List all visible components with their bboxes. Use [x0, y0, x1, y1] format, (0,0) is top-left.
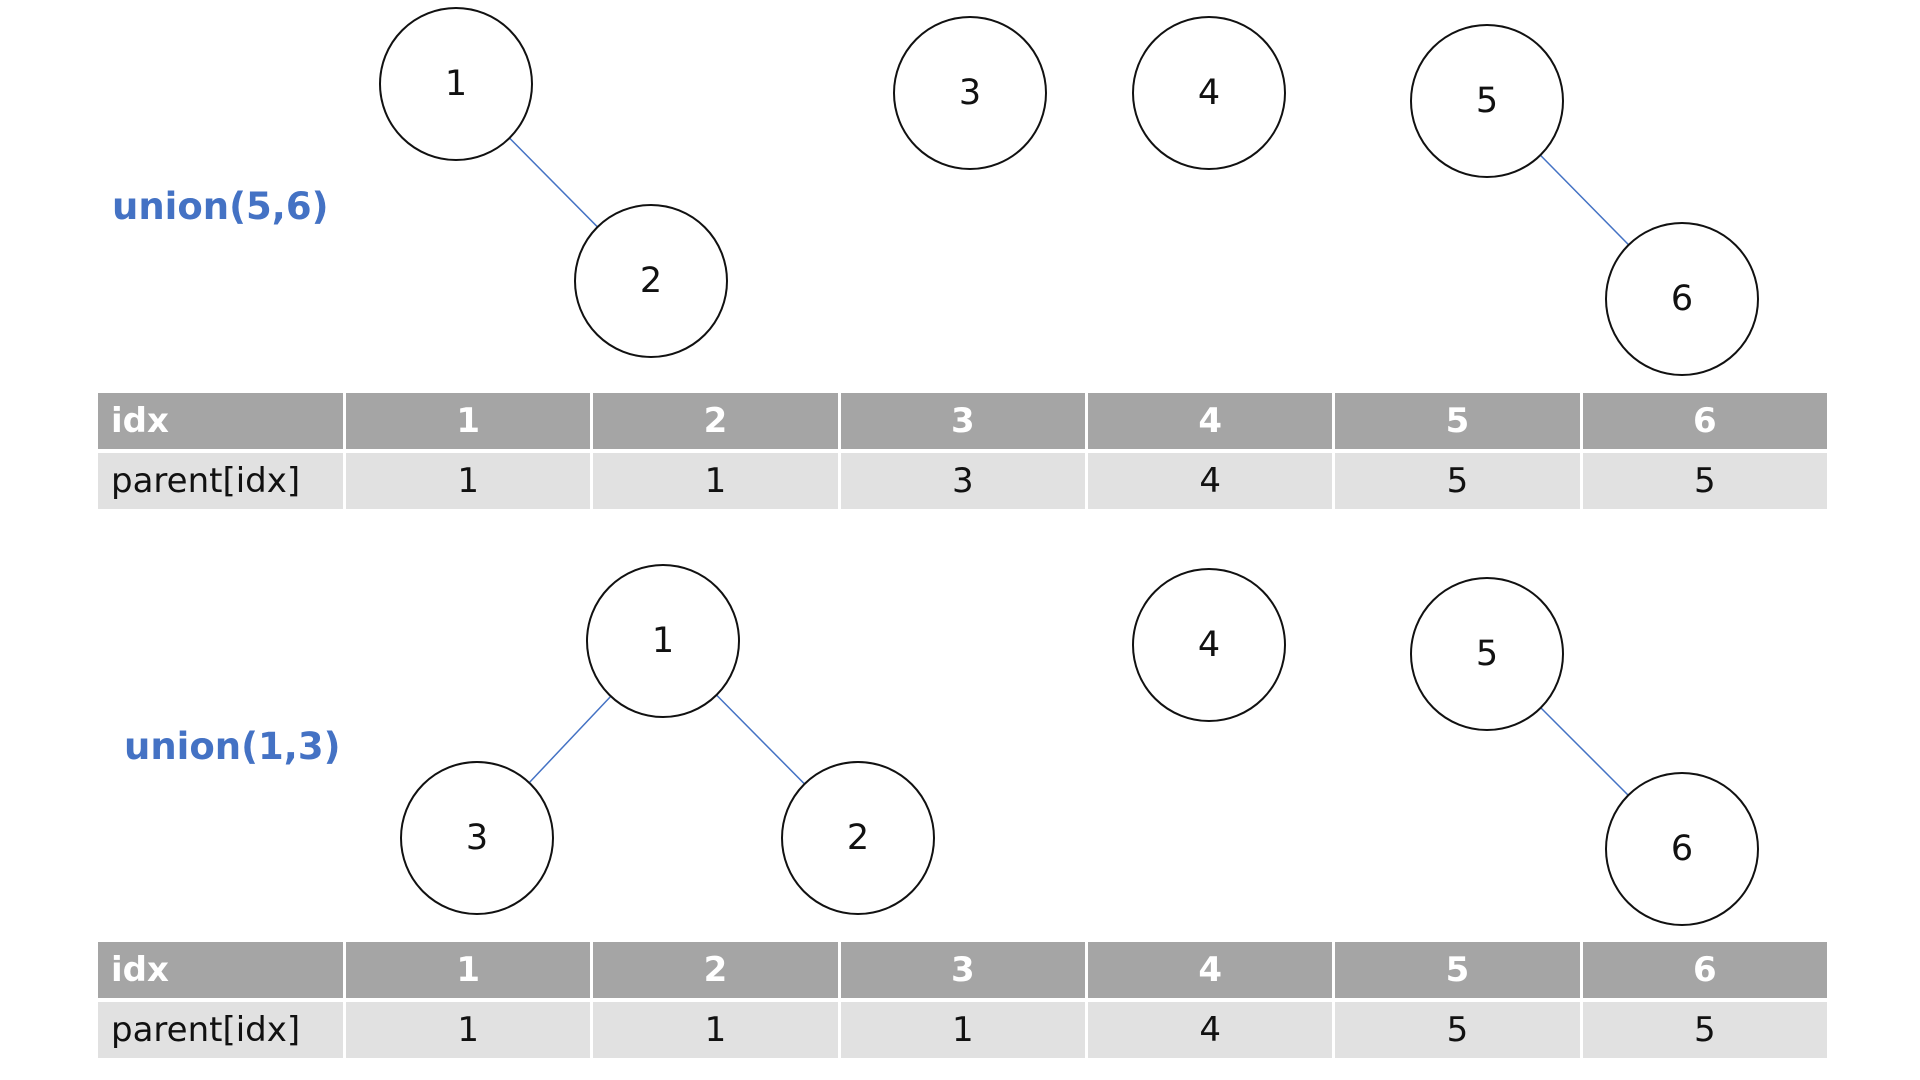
node-label: 1 — [652, 621, 674, 661]
table-value-row: parent[idx] 1 1 3 4 5 5 — [98, 453, 1827, 509]
idx-cell: 4 — [1087, 942, 1333, 998]
table-value-row: parent[idx] 1 1 1 4 5 5 — [98, 1002, 1827, 1058]
tree-node: 1 — [379, 7, 533, 161]
value-label: parent[idx] — [98, 1002, 343, 1058]
idx-cell: 6 — [1582, 942, 1827, 998]
node-label: 5 — [1476, 81, 1498, 121]
idx-cell: 6 — [1582, 393, 1827, 449]
node-circle — [1132, 16, 1286, 170]
header-label: idx — [98, 942, 343, 998]
idx-cell: 5 — [1335, 942, 1580, 998]
idx-cell: 4 — [1087, 393, 1333, 449]
parent-cell: 5 — [1335, 453, 1580, 509]
parent-cell: 3 — [840, 453, 1085, 509]
parent-cell: 1 — [593, 453, 838, 509]
idx-cell: 2 — [593, 942, 838, 998]
node-circle — [379, 7, 533, 161]
node-circle — [781, 761, 935, 915]
node-circle — [1605, 772, 1759, 926]
tree-node: 2 — [781, 761, 935, 915]
idx-cell: 1 — [346, 942, 591, 998]
node-circle — [574, 204, 728, 358]
idx-cell: 2 — [593, 393, 838, 449]
tree-node: 3 — [893, 16, 1047, 170]
node-label: 2 — [847, 818, 869, 858]
parent-cell: 4 — [1087, 1002, 1333, 1058]
tree-node: 4 — [1132, 568, 1286, 722]
node-circle — [1605, 222, 1759, 376]
node-label: 2 — [640, 261, 662, 301]
node-label: 6 — [1671, 279, 1693, 319]
node-circle — [1410, 24, 1564, 178]
idx-cell: 3 — [840, 393, 1085, 449]
tree-node: 5 — [1410, 577, 1564, 731]
node-label: 5 — [1476, 634, 1498, 674]
parent-cell: 5 — [1335, 1002, 1580, 1058]
tree-node: 2 — [574, 204, 728, 358]
parent-cell: 1 — [346, 453, 591, 509]
node-circle — [400, 761, 554, 915]
idx-cell: 5 — [1335, 393, 1580, 449]
header-label: idx — [98, 393, 343, 449]
operation-label: union(1,3) — [124, 725, 341, 768]
node-circle — [1410, 577, 1564, 731]
node-circle — [1132, 568, 1286, 722]
table-header-row: idx 1 2 3 4 5 6 — [98, 393, 1827, 449]
node-label: 3 — [959, 73, 981, 113]
parent-table: idx 1 2 3 4 5 6 parent[idx] 1 1 1 4 5 5 — [95, 938, 1830, 1062]
node-label: 4 — [1198, 73, 1220, 113]
value-label: parent[idx] — [98, 453, 343, 509]
parent-cell: 4 — [1087, 453, 1333, 509]
node-label: 3 — [466, 818, 488, 858]
table-header-row: idx 1 2 3 4 5 6 — [98, 942, 1827, 998]
node-circle — [586, 564, 740, 718]
parent-cell: 1 — [593, 1002, 838, 1058]
tree-node: 6 — [1605, 222, 1759, 376]
tree-node: 3 — [400, 761, 554, 915]
tree-node: 5 — [1410, 24, 1564, 178]
operation-label: union(5,6) — [112, 185, 329, 228]
node-label: 4 — [1198, 625, 1220, 665]
node-label: 1 — [445, 64, 467, 104]
parent-cell: 5 — [1582, 1002, 1827, 1058]
parent-cell: 1 — [346, 1002, 591, 1058]
node-label: 6 — [1671, 829, 1693, 869]
tree-node: 4 — [1132, 16, 1286, 170]
parent-cell: 1 — [840, 1002, 1085, 1058]
parent-cell: 5 — [1582, 453, 1827, 509]
parent-table: idx 1 2 3 4 5 6 parent[idx] 1 1 3 4 5 5 — [95, 389, 1830, 513]
idx-cell: 3 — [840, 942, 1085, 998]
node-circle — [893, 16, 1047, 170]
idx-cell: 1 — [346, 393, 591, 449]
tree-node: 6 — [1605, 772, 1759, 926]
tree-node: 1 — [586, 564, 740, 718]
